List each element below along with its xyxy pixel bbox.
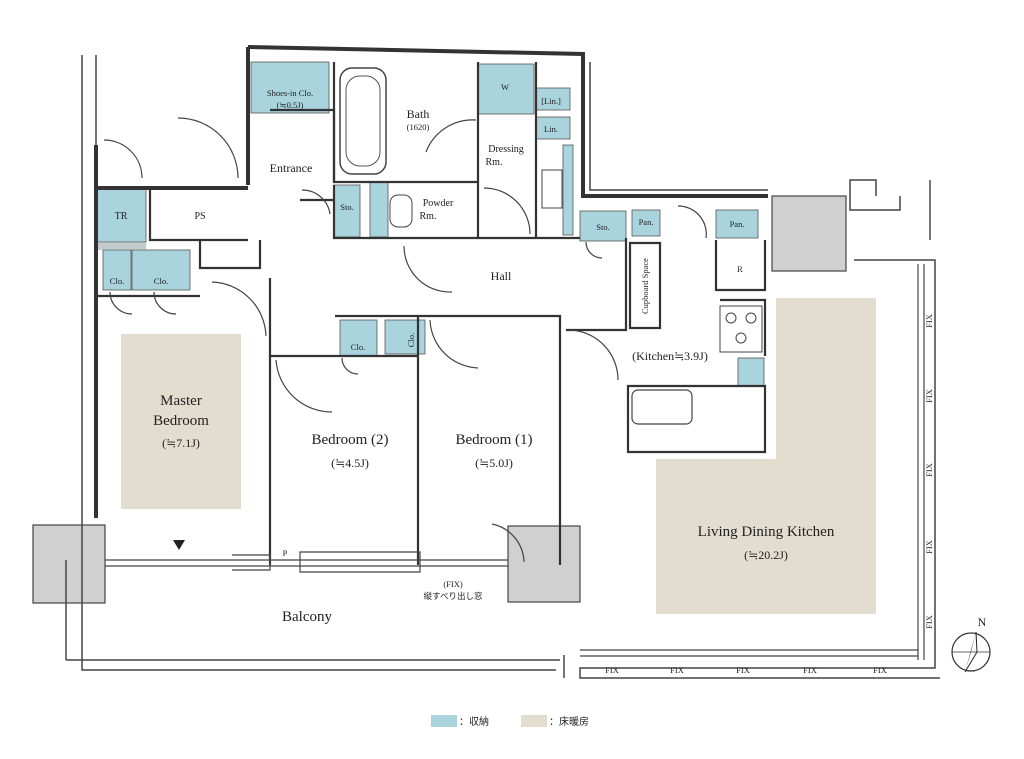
- sto-label: Sto.: [596, 222, 609, 232]
- balcony-window-line: [105, 551, 508, 573]
- entrance-arrow-icon: [173, 540, 185, 550]
- sink: [631, 389, 693, 425]
- compass: N: [951, 615, 991, 673]
- cupboard-label: Cupboard Space: [640, 258, 650, 314]
- dressing-label-1: Dressing: [488, 144, 524, 155]
- fix-label: FIX: [924, 314, 934, 328]
- ldk-floor-heating: [656, 298, 876, 614]
- bath-label: Bath: [407, 107, 430, 121]
- tr-hatch: [96, 242, 146, 250]
- pan-label: Pan.: [730, 219, 745, 229]
- fix-label: FIX: [924, 389, 934, 403]
- master-bedroom-label-1: Master: [160, 393, 202, 409]
- toilet: [389, 194, 413, 228]
- vertical-slide-label: 縦すべり出し窓: [424, 591, 483, 601]
- legend-storage-label: ：収納: [459, 715, 489, 728]
- burner-icon: [735, 332, 747, 344]
- lin-bracket-label: [Lin.]: [541, 96, 561, 106]
- burner-icon: [745, 312, 757, 324]
- pan-label: Pan.: [639, 217, 654, 227]
- fix-windows-right: [580, 264, 925, 660]
- ldk-size: (≒20.2J): [744, 548, 788, 562]
- door-swings: [103, 117, 707, 563]
- p-label: P: [283, 548, 288, 558]
- bedroom2-size: (≒4.5J): [331, 456, 369, 470]
- bedroom1-size: (≒5.0J): [475, 456, 513, 470]
- fix-label: FIX: [736, 665, 750, 675]
- clo-label: Clo.: [154, 276, 168, 286]
- fix-paren-label: (FIX): [443, 579, 463, 589]
- lin-label: Lin.: [544, 124, 558, 134]
- ldk-label: Living Dining Kitchen: [698, 524, 835, 540]
- fix-label: FIX: [924, 615, 934, 629]
- fix-label: FIX: [605, 665, 619, 675]
- kitchen-label: (Kitchen≒3.9J): [632, 349, 708, 363]
- column-top-right: [771, 195, 847, 272]
- powder-label-1: Powder: [423, 198, 454, 209]
- clo-label: Clo.: [351, 342, 365, 352]
- balcony-label: Balcony: [282, 609, 332, 625]
- bathtub: [339, 67, 387, 175]
- legend-storage-swatch: [431, 715, 457, 727]
- master-bedroom-size: (≒7.1J): [162, 436, 200, 450]
- column-left: [32, 524, 106, 604]
- fix-label: FIX: [670, 665, 684, 675]
- master-floor-heating: [121, 334, 241, 509]
- washer: [541, 169, 563, 209]
- clo-label: Clo.: [406, 333, 416, 347]
- burner-icon: [725, 312, 737, 324]
- r-label: R: [737, 264, 743, 274]
- w-label: W: [501, 82, 509, 92]
- dressing-label-2: Rm.: [486, 157, 503, 168]
- thin-walls: [65, 55, 940, 679]
- powder-label-2: Rm.: [420, 211, 437, 222]
- fix-label: FIX: [924, 540, 934, 554]
- bedroom1-label: Bedroom (1): [455, 432, 532, 448]
- bedroom2-label: Bedroom (2): [311, 432, 388, 448]
- bathtub-inner: [345, 75, 381, 167]
- clo-label: Clo.: [110, 276, 124, 286]
- fix-label: FIX: [924, 463, 934, 477]
- legend-heating-swatch: [521, 715, 547, 727]
- shoes-in-label-1: Shoes-in Clo.: [267, 88, 313, 98]
- fix-labels-right: FIX FIX FIX FIX FIX: [924, 314, 934, 629]
- legend: ：収納 ：床暖房: [431, 715, 589, 728]
- cooktop: [719, 305, 763, 353]
- fix-label: FIX: [803, 665, 817, 675]
- master-bedroom-label-2: Bedroom: [153, 413, 209, 429]
- tr-label: TR: [115, 211, 128, 222]
- ps-label: PS: [194, 211, 205, 222]
- shoes-in-label-2: (≒0.5J): [277, 100, 304, 110]
- legend-heating-label: ：床暖房: [549, 715, 589, 728]
- sto-label: Sto.: [340, 202, 353, 212]
- fix-labels-bottom: FIX FIX FIX FIX FIX: [605, 665, 887, 675]
- compass-north-label: N: [978, 615, 987, 629]
- interior-walls: [96, 62, 767, 565]
- entrance-label: Entrance: [270, 161, 313, 175]
- exterior-walls: [94, 45, 768, 518]
- bath-size: (1620): [407, 122, 430, 132]
- fix-label: FIX: [873, 665, 887, 675]
- hall-label: Hall: [491, 269, 512, 283]
- column-middle: [507, 525, 581, 603]
